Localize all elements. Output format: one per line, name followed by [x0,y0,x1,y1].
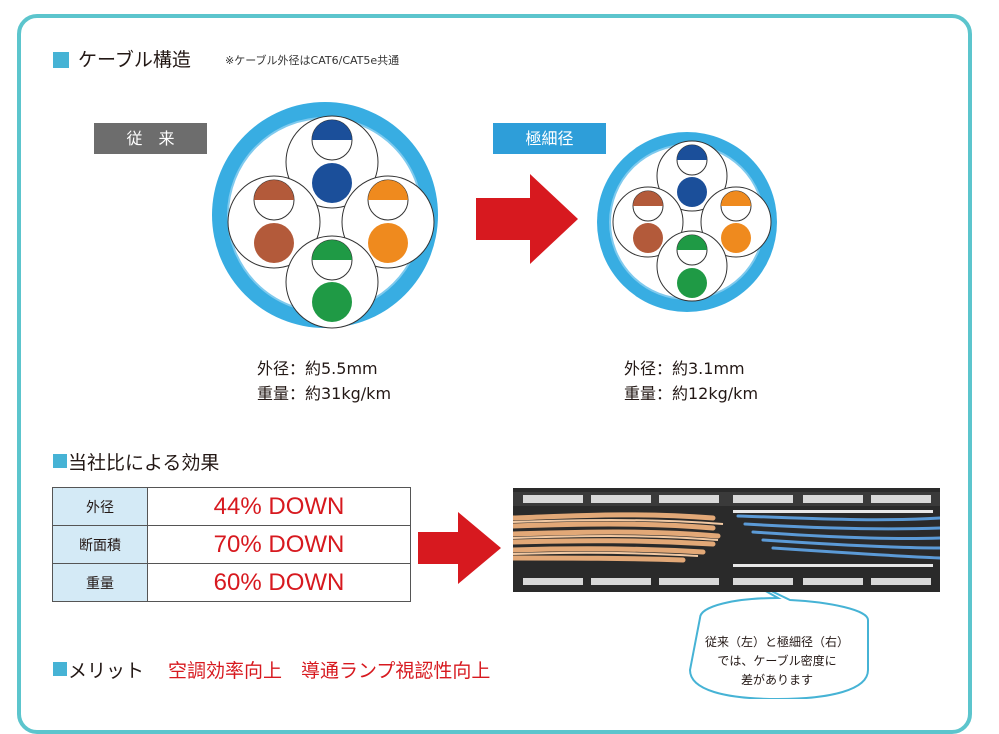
row-label: 重量 [52,563,148,602]
conventional-weight: 重量：約31kg/km [257,384,392,403]
patch-panel-photo [513,488,940,592]
row-value: 44% DOWN [147,487,411,526]
thin-cable-icon [597,132,777,312]
table-row: 重量 60% DOWN [52,563,411,602]
thin-weight: 重量：約12kg/km [624,384,759,403]
bubble-line-1: 従来（左）と極細径（右） [704,635,849,649]
cable-note: ※ケーブル外径はCAT6/CAT5e共通 [225,54,400,67]
bubble-text: 従来（左）と極細径（右） では、ケーブル密度に 差があります [677,633,877,690]
section-marker-icon-2 [53,454,67,468]
row-value: 60% DOWN [147,563,411,602]
right-arrow-icon-2 [418,512,501,584]
section-title-cable-structure: ケーブル構造 [78,49,191,71]
table-row: 断面積 70% DOWN [52,525,411,564]
thin-diameter: 外径：約3.1mm [624,359,745,378]
row-label: 外径 [52,487,148,526]
speech-bubble [688,571,869,699]
table-row: 外径 44% DOWN [52,487,411,526]
bubble-line-2: では、ケーブル密度に [717,654,837,668]
section-marker-icon-3 [53,662,67,676]
effects-table: 外径 44% DOWN 断面積 70% DOWN 重量 60% DOWN [52,487,411,602]
right-arrow-icon [476,174,578,264]
section-title-merit: メリット [68,660,145,682]
thin-label: 極細径 [493,123,606,154]
section-title-effects: 当社比による効果 [68,452,220,474]
section-marker-icon [53,52,69,68]
conventional-label: 従 来 [94,123,207,154]
bubble-line-3: 差があります [740,673,813,687]
cable-cross-section-diagram [212,102,869,699]
row-label: 断面積 [52,525,148,564]
conventional-diameter: 外径：約5.5mm [257,359,378,378]
merit-value: 空調効率向上 導通ランプ視認性向上 [168,660,491,682]
conventional-cable-icon [212,102,438,329]
row-value: 70% DOWN [147,525,411,564]
